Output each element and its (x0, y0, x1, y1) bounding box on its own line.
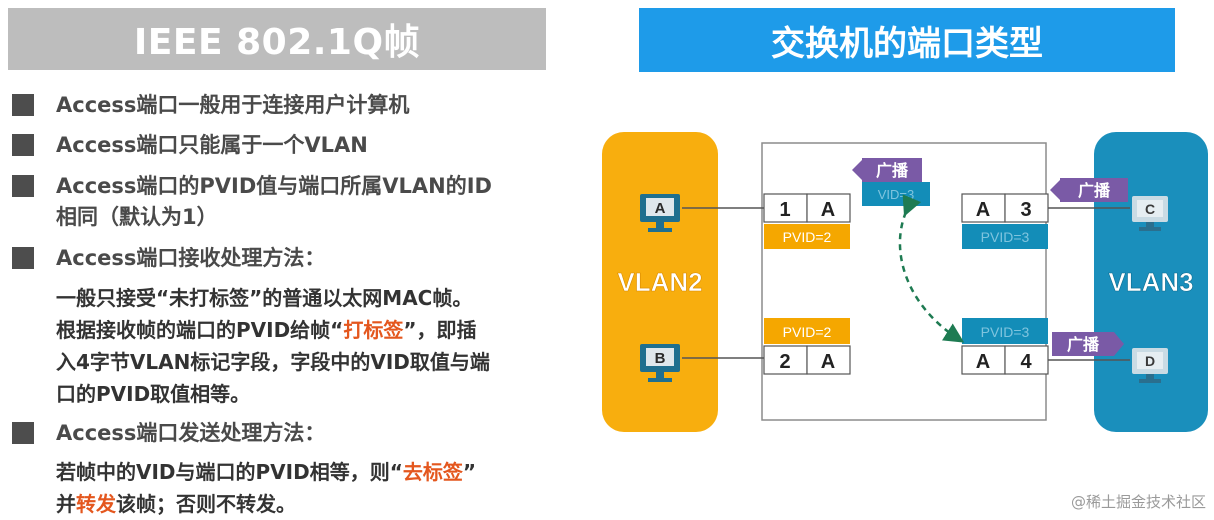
bullet-2-text: Access端口只能属于一个VLAN (56, 133, 368, 157)
bullet-marker (12, 94, 34, 116)
receive-highlight-tag: 打标签 (343, 318, 404, 342)
host-b-computer-icon: B (640, 344, 680, 382)
port-2-number: 2 (779, 351, 790, 373)
port-1-type: A (821, 199, 835, 221)
port-4: PVID=3 A 4 (961, 318, 1049, 375)
broadcast-label-internal: 广播 (876, 161, 909, 180)
host-b-label: B (655, 350, 666, 367)
receive-line-2: 根据接收帧的端口的PVID给帧“打标签”，即插 (56, 314, 476, 346)
send-line-1-post: ” (462, 460, 477, 484)
left-header-title: IEEE 802.1Q帧 (133, 22, 421, 63)
host-d-label: D (1145, 353, 1155, 369)
send-highlight-forward: 转发 (76, 492, 116, 516)
send-line-2-post: 该帧；否则不转发。 (116, 492, 296, 516)
right-header-title: 交换机的端口类型 (771, 23, 1043, 64)
port-3-number: 3 (1020, 199, 1031, 221)
port-3-type: A (976, 199, 990, 221)
host-a-computer-icon: A (640, 194, 680, 232)
bullet-1-text: Access端口一般用于连接用户计算机 (56, 93, 410, 117)
receive-line-2-pre: 根据接收帧的端口的PVID给帧“ (56, 318, 344, 342)
port-1-number: 1 (779, 199, 790, 221)
broadcast-frame-to-d: 广播 (1052, 332, 1124, 356)
send-line-2: 并转发该帧；否则不转发。 (56, 488, 296, 520)
receive-line-1: 一般只接受“未打标签”的普通以太网MAC帧。 (56, 286, 473, 310)
port-1-pvid: PVID=2 (783, 229, 832, 245)
port-4-number: 4 (1020, 351, 1032, 373)
send-line-1: 若帧中的VID与端口的PVID相等，则“去标签” (56, 456, 476, 488)
broadcast-frame-from-c: 广播 (1050, 178, 1128, 202)
bullet-4-text: Access端口接收处理方法： (56, 246, 326, 270)
bullet-marker (12, 247, 34, 269)
send-highlight-untag: 去标签 (402, 460, 463, 484)
receive-line-3: 入4字节VLAN标记字段，字段中的VID取值与端 (56, 350, 490, 374)
port-4-pvid: PVID=3 (981, 324, 1030, 340)
port-3: A 3 PVID=3 (961, 193, 1049, 249)
port-3-pvid: PVID=3 (981, 229, 1030, 245)
watermark: @稀土掘金技术社区 (1070, 493, 1206, 511)
bullet-3-text-line1: Access端口的PVID值与端口所属VLAN的ID (56, 174, 492, 198)
vlan3-label: VLAN3 (1108, 267, 1193, 297)
host-d-computer-icon: D (1132, 348, 1168, 383)
forwarding-path-arrow (898, 194, 965, 343)
bullet-5-text: Access端口发送处理方法： (56, 421, 326, 445)
host-c-label: C (1145, 201, 1155, 217)
port-2-pvid: PVID=2 (783, 324, 832, 340)
bullet-3-text-line2: 相同（默认为1） (56, 205, 218, 229)
send-line-1-pre: 若帧中的VID与端口的PVID相等，则“ (56, 460, 403, 484)
host-a-label: A (655, 200, 666, 217)
send-line-2-pre: 并 (56, 492, 76, 516)
receive-line-4: 口的PVID取值相等。 (56, 382, 251, 406)
vlan2-label: VLAN2 (617, 267, 702, 297)
bullet-marker (12, 422, 34, 444)
port-2-type: A (821, 351, 835, 373)
port-1: 1 A PVID=2 (763, 193, 851, 249)
left-header: IEEE 802.1Q帧 (8, 8, 546, 70)
port-2: PVID=2 2 A (763, 318, 851, 375)
bullet-marker (12, 175, 34, 197)
broadcast-label-d: 广播 (1067, 335, 1100, 354)
vlan2-region (602, 132, 718, 432)
broadcast-label-c: 广播 (1078, 181, 1111, 200)
port-4-type: A (976, 351, 990, 373)
bullet-marker (12, 134, 34, 156)
right-header: 交换机的端口类型 (639, 8, 1175, 72)
vlan3-region (1094, 132, 1208, 432)
host-c-computer-icon: C (1132, 196, 1168, 231)
vid-tag: VID=3 (878, 187, 915, 202)
broadcast-frame-internal: 广播 VID=3 (852, 158, 930, 206)
receive-line-2-post: ”，即插 (403, 318, 477, 342)
